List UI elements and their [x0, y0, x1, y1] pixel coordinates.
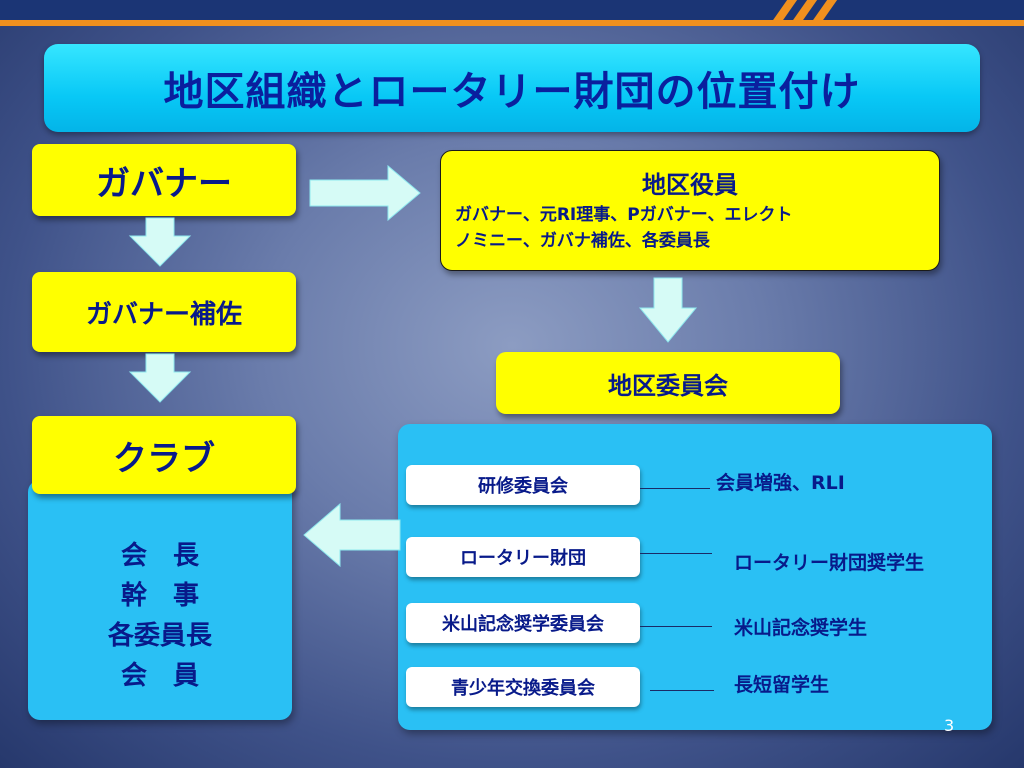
district-officers-members: ガバナー、元RI理事、Pガバナー、エレクト ノミニー、ガバナ補佐、各委員長 — [455, 205, 793, 251]
arrow-down-icon — [128, 217, 192, 267]
committee-youth-exchange-box: 青少年交換委員会 — [406, 667, 640, 707]
committee-name: 米山記念奨学委員会 — [442, 614, 604, 635]
district-committee-box: 地区委員会 — [496, 352, 840, 414]
page-number: 3 — [944, 716, 955, 735]
committee-outcome: 会員増強、RLI — [716, 472, 845, 494]
committee-name: 青少年交換委員会 — [451, 678, 595, 699]
arrow-right-icon — [309, 164, 421, 222]
assistant-governor-label: ガバナー補佐 — [85, 299, 242, 330]
club-members-panel — [28, 480, 292, 720]
committee-outcome: 米山記念奨学生 — [734, 617, 868, 639]
governor-box: ガバナー — [32, 144, 296, 216]
committee-outcome: ロータリー財団奨学生 — [734, 552, 925, 574]
connector-line — [640, 553, 712, 554]
connector-line — [650, 690, 714, 691]
committee-name: ロータリー財団 — [460, 548, 586, 569]
assistant-governor-box: ガバナー補佐 — [32, 272, 296, 352]
connector-line — [640, 488, 710, 489]
district-officers-heading: 地区役員 — [642, 171, 738, 199]
top-decor-bar — [0, 0, 1024, 26]
club-officer-list: 会 長 幹 事 各委員長 会 員 — [107, 541, 212, 691]
connector-line — [640, 626, 712, 627]
committee-outcome: 長短留学生 — [734, 674, 830, 696]
district-committee-label: 地区委員会 — [608, 371, 728, 400]
orange-rule — [0, 20, 1024, 26]
arrow-down-icon — [128, 353, 192, 403]
arrow-left-icon — [303, 502, 401, 568]
slide-title: 地区組織とロータリー財団の位置付け — [163, 69, 861, 115]
arrow-down-icon — [638, 277, 698, 343]
district-officers-box: 地区役員 ガバナー、元RI理事、Pガバナー、エレクト ノミニー、ガバナ補佐、各委… — [440, 150, 940, 271]
committee-name: 研修委員会 — [478, 476, 568, 497]
club-label: クラブ — [113, 438, 215, 479]
committee-training-box: 研修委員会 — [406, 465, 640, 505]
committee-foundation-box: ロータリー財団 — [406, 537, 640, 577]
governor-label: ガバナー — [96, 163, 232, 204]
slide-title-box: 地区組織とロータリー財団の位置付け — [44, 44, 980, 132]
committee-yoneyama-box: 米山記念奨学委員会 — [406, 603, 640, 643]
club-box: クラブ — [32, 416, 296, 494]
